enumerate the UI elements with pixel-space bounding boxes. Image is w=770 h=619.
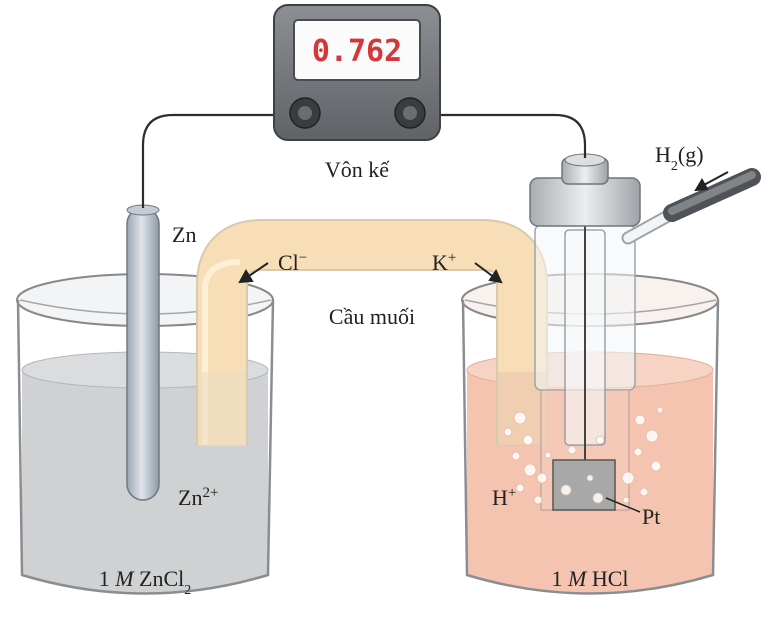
zn-electrode-label: Zn (172, 222, 196, 247)
arrow-k-right (474, 262, 496, 279)
zinc-electrode (126, 204, 160, 501)
voltmeter-label: Vôn kế (325, 157, 390, 182)
salt-bridge (196, 219, 548, 446)
platinum-plate (552, 459, 616, 511)
hydrogen-electrode (529, 153, 761, 511)
potassium-ion-label: K+ (432, 250, 456, 275)
hydrogen-bubbles (503, 406, 664, 505)
left-wire (141, 113, 305, 208)
gas-inlet-hose (663, 168, 761, 222)
voltmeter: 0.762 (273, 4, 441, 141)
left-solution-label: 1 M ZnCl2 (99, 566, 192, 598)
pt-electrode-label: Pt (642, 504, 660, 529)
right-wire (410, 113, 587, 158)
wires (141, 113, 587, 208)
zinc-ion-label: Zn2+ (178, 485, 218, 510)
pt-leader-line (605, 497, 641, 513)
hydrogen-ion-label: H+ (492, 485, 516, 510)
voltmeter-reading: 0.762 (312, 34, 402, 69)
arrow-h2-in (701, 171, 729, 187)
salt-bridge-label: Cầu muối (329, 304, 415, 329)
voltmeter-display (293, 19, 421, 81)
right-solution-label: 1 M HCl (551, 566, 628, 591)
ion-arrows (238, 171, 729, 513)
chloride-ion-label: Cl− (278, 250, 307, 275)
hydrogen-gas-label: H2(g) (655, 142, 704, 174)
